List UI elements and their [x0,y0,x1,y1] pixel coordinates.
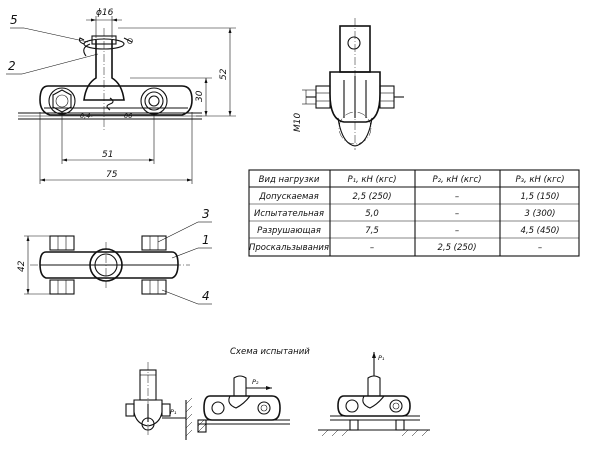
top-view: 42 [17,235,190,295]
table-cell: Допускаемая [258,192,318,202]
callout-3: 3 [202,207,210,221]
scheme-front-p2: P₂ [197,375,290,433]
scheme-p3: P₁ [378,354,385,362]
table-cell: – [455,192,459,202]
table-cell: 3 (300) [525,209,556,219]
scheme-title: Схема испытаний [230,347,310,357]
stamp-right: 06 [124,112,132,120]
dim-m10: M10 [293,113,303,132]
table-cell: Проскальзывания [249,243,329,253]
table-cell: – [455,209,459,219]
scheme-side: P₁ [125,362,193,440]
table-header-2: P₂, кН (кгс) [432,175,481,185]
dim-42: 42 [17,260,27,272]
dim-51: 51 [102,150,113,160]
scheme-front-p3: P₁ [318,352,430,437]
stamp-left: 0,4- [80,112,93,120]
table-cell: 2,5 (250) [437,243,476,253]
table-header-3: P₃, кН (кгс) [515,175,564,185]
table-cell: 5,0 [365,209,379,219]
side-view: M10 [293,18,404,150]
front-view: 0,4- 06 [18,28,202,130]
load-table: Вид нагрузки P₁, кН (кгс) P₂, кН (кгс) P… [248,169,580,257]
table-cell: 1,5 (150) [520,192,559,202]
callouts-top: 3 1 4 [157,207,212,305]
dim-52: 52 [219,68,229,80]
scheme-p2: P₂ [252,378,259,386]
test-scheme: Схема испытаний P₁ [125,347,430,440]
callouts-front: 5 2 [6,13,99,75]
table-cell: 4,5 (450) [520,226,559,236]
dim-d16: ϕ16 [96,8,114,18]
table-header-1: P₁, кН (кгс) [347,175,396,185]
dim-30: 30 [195,90,205,102]
callout-1: 1 [202,233,210,247]
callout-4: 4 [202,289,210,303]
scheme-p1-left: P₁ [170,408,177,416]
table-cell: – [538,243,542,253]
table-cell: 7,5 [365,226,379,236]
table-cell: 2,5 (250) [352,192,391,202]
dim-75: 75 [106,170,118,180]
callout-2: 2 [8,59,16,73]
front-dimensions: ϕ16 52 30 51 75 [39,8,236,184]
table-cell: – [370,243,374,253]
table-cell: Разрушающая [257,226,321,236]
table-cell: – [455,226,459,236]
table-header-0: Вид нагрузки [259,175,320,185]
callout-5: 5 [10,13,18,27]
table-cell: Испытательная [254,209,324,219]
